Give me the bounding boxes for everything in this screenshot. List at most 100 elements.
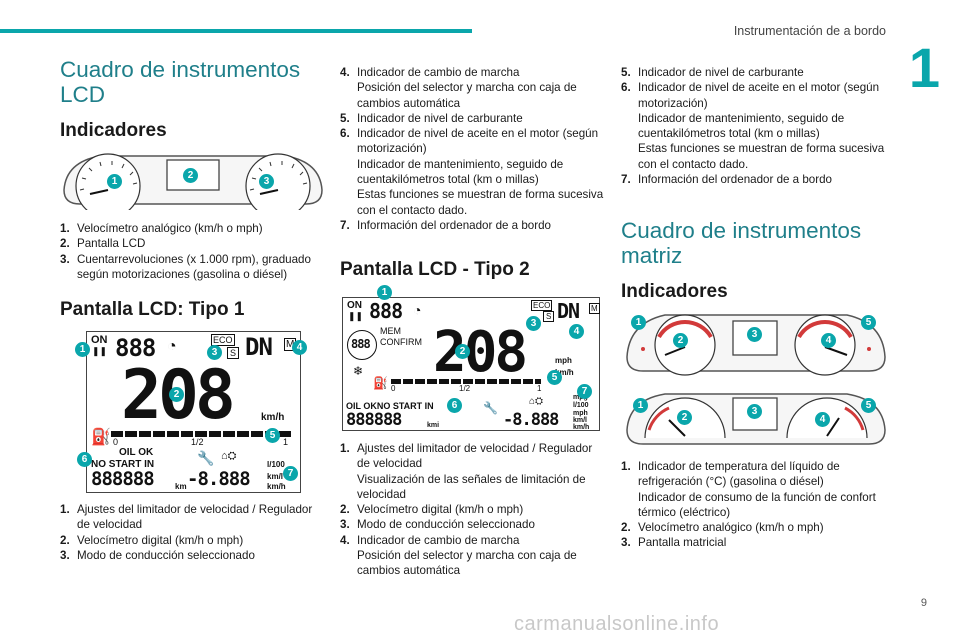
list-tipo2: 1.Ajustes del limitador de velocidad / R… [340, 441, 606, 579]
pause-icon: ❚❚ [92, 346, 108, 356]
trip-digits: -8.888 [187, 468, 251, 490]
callout-4: 4 [815, 412, 830, 427]
callout-4: 4 [292, 340, 307, 355]
heading-tipo1: Pantalla LCD: Tipo 1 [60, 299, 245, 320]
unit-km: km [175, 482, 187, 491]
callout-5: 5 [861, 398, 876, 413]
callout-3: 3 [259, 174, 274, 189]
fuel-pump-icon: ⛽ [373, 376, 388, 390]
callout-4: 4 [821, 333, 836, 348]
car-icon: ⌂⛭ [529, 396, 544, 407]
heading-tipo2: Pantalla LCD - Tipo 2 [340, 259, 530, 280]
on-indicator: ON [91, 334, 108, 346]
fuel-scale-full: 1 [537, 384, 542, 393]
callout-5: 5 [265, 428, 280, 443]
cluster-outline-svg [626, 314, 886, 376]
fuel-scale-half: 1/2 [459, 384, 471, 393]
fuel-gauge-bar [111, 431, 291, 437]
eco-mode: ECO [531, 300, 553, 311]
callout-3: 3 [747, 404, 762, 419]
callout-4: 4 [569, 324, 584, 339]
cluster-outline-svg [626, 393, 886, 445]
list-matriz: 1.Indicador de temperatura del líquido d… [621, 459, 889, 551]
service-wrench-icon: 🔧 [483, 401, 498, 415]
watermark: carmanualsonline.info [514, 613, 720, 635]
callout-3: 3 [207, 345, 222, 360]
sport-mode: S [543, 311, 555, 322]
unit-kmh: km/h [555, 368, 574, 377]
callout-1: 1 [633, 398, 648, 413]
list-item: 6.Indicador de nivel de aceite en el mot… [340, 127, 604, 217]
mem-label: MEM [380, 326, 401, 336]
list-item: 7.Información del ordenador de a bordo [340, 218, 552, 232]
limiter-digits: 888 [115, 334, 156, 362]
unit-kmi: kmi [427, 422, 440, 429]
list-item: 2.Pantalla LCD [60, 237, 146, 251]
callout-1: 1 [377, 285, 392, 300]
trip-digits: -8.888 [503, 410, 559, 430]
pause-icon: ❚❚ [348, 311, 364, 321]
list-item: 6.Indicador de nivel de aceite en el mot… [621, 81, 885, 171]
digital-speed: 208 [433, 320, 528, 385]
oil-ok: OIL OK [119, 447, 154, 458]
list-indicadores: 1.Velocímetro analógico (km/h o mph) 2.P… [60, 221, 326, 282]
fuel-pump-icon: ⛽ [91, 429, 111, 446]
on-indicator: ON [347, 300, 362, 311]
unit-mph: mph [555, 356, 572, 365]
section-title: Instrumentación de a bordo [733, 24, 886, 38]
no-start-in: NO START IN [91, 459, 155, 470]
sport-mode: S [227, 347, 240, 359]
gear-indicator: DN [245, 333, 273, 361]
speed-limiter-icon: ◔ [413, 302, 422, 318]
callout-2: 2 [673, 333, 688, 348]
list-item: 1.Ajustes del limitador de velocidad / R… [60, 503, 313, 532]
callout-1: 1 [631, 315, 646, 330]
fuel-scale-empty: 0 [391, 384, 396, 393]
speed-limiter-icon: ◔ [167, 338, 177, 355]
unit-l100: l/100 [267, 460, 285, 469]
callout-2: 2 [455, 344, 470, 359]
list-item: 3.Cuentarrevoluciones (x 1.000 rpm), gra… [60, 252, 311, 281]
callout-6: 6 [447, 398, 462, 413]
list-tipo2-continued: 5.Indicador de nivel de carburante 6.Ind… [621, 65, 889, 187]
callout-2: 2 [183, 168, 198, 183]
list-item: 5.Indicador de nivel de carburante [621, 66, 804, 79]
unit-kmh-trip: km/h [573, 424, 590, 431]
page-number: 9 [920, 597, 927, 609]
oil-ok-no-start: OIL OKNO START IN [346, 401, 434, 411]
figure-lcd-tipo2: ON ❚❚ 888 ◔ ECO S DN M 888 MEM CONFIRM ❄… [342, 285, 600, 431]
eco-mode: ECO [211, 334, 235, 346]
fuel-scale-empty: 0 [113, 437, 119, 447]
gear-indicator: DN [557, 299, 580, 323]
list-item: 1.Ajustes del limitador de velocidad / R… [340, 442, 593, 501]
unit-kmh-trip: km/h [267, 482, 286, 491]
list-item: 2.Velocímetro digital (km/h o mph) [340, 503, 524, 517]
callout-7: 7 [283, 466, 298, 481]
callout-3: 3 [526, 316, 541, 331]
list-item: 2.Velocímetro analógico (km/h o mph) [621, 521, 824, 535]
odometer-digits: 888888 [346, 410, 402, 430]
header-accent-bar [0, 29, 472, 33]
service-wrench-icon: 🔧 [197, 450, 215, 466]
callout-5: 5 [861, 315, 876, 330]
callout-2: 2 [677, 410, 692, 425]
unit-kml: km/l [267, 472, 284, 481]
speed-unit: km/h [261, 412, 285, 423]
figure-lcd-tipo1: ON ❚❚ 888 ◔ ECO S DN M 208 km/h ⛽ 0 1/2 … [75, 331, 307, 493]
figure-matrix-cluster-1: 1 2 3 4 5 [625, 309, 887, 377]
unit-l100: l/100 [573, 402, 589, 409]
chapter-number: 1 [908, 36, 940, 99]
list-item: 7.Información del ordenador de a bordo [621, 173, 833, 187]
manual-mode: M [589, 303, 600, 314]
figure-analog-cluster: 1 2 3 [60, 150, 326, 219]
list-tipo1: 1.Ajustes del limitador de velocidad / R… [60, 502, 326, 563]
heading-indicadores: Indicadores [60, 120, 167, 141]
callout-3: 3 [747, 327, 762, 342]
limiter-digits: 888 [369, 299, 403, 323]
callout-1: 1 [75, 342, 90, 357]
heading-indicadores-matriz: Indicadores [621, 281, 728, 302]
fuel-gauge-bar [391, 379, 541, 384]
fuel-scale-full: 1 [283, 437, 289, 447]
